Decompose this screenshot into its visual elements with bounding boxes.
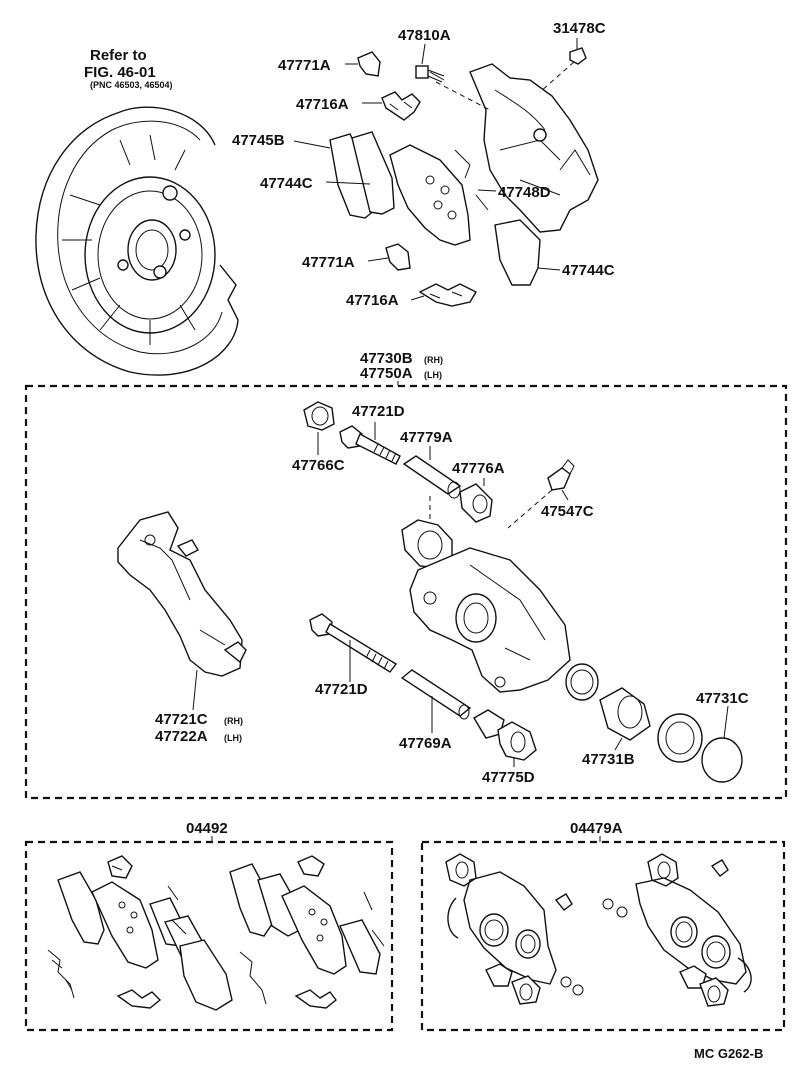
label-47716A-bottom: 47716A (346, 292, 399, 309)
anti-squeal-shim-bottom-drawing (418, 283, 477, 307)
label-04479A: 04479A (570, 820, 623, 837)
piston-boot-drawing (657, 713, 703, 763)
label-47776A: 47776A (452, 460, 505, 477)
label-47750A: 47750A (360, 365, 413, 382)
label-47721D-bottom: 47721D (315, 681, 368, 698)
pad-right-drawing (494, 219, 541, 286)
label-04492: 04492 (186, 820, 228, 837)
clip-bottom-drawing (385, 243, 411, 271)
leader-47744C-left (325, 181, 371, 185)
leader-47771A-bottom (367, 257, 389, 262)
pad-kit-box (24, 840, 394, 1032)
piston-seal-drawing (565, 663, 599, 701)
wear-indicator-drawing (454, 149, 489, 211)
leader-47745B (293, 140, 331, 149)
drawing-code: MC G262-B (694, 1046, 763, 1061)
leader-47810A (421, 43, 426, 65)
pad-left-drawing (329, 131, 395, 219)
sleeve-47779A-drawing (402, 455, 462, 499)
label-47744C-right: 47744C (562, 262, 615, 279)
label-47766C: 47766C (292, 457, 345, 474)
mounting-bracket-drawing (117, 511, 247, 677)
tag-47722A-lh: (LH) (224, 733, 242, 743)
caliper-body-top-drawing (469, 63, 599, 233)
label-47547C: 47547C (541, 503, 594, 520)
bolt-axis-line (435, 81, 491, 111)
sleeve-47769A-drawing (400, 669, 472, 720)
anti-squeal-shim-top-drawing (381, 91, 421, 121)
tag-rh: (RH) (424, 355, 443, 365)
bleeder-axis-line (539, 61, 575, 93)
label-31478C: 31478C (553, 20, 606, 37)
piston-47731B-drawing (599, 687, 651, 741)
label-47716A-top: 47716A (296, 96, 349, 113)
label-47730B: 47730B (360, 350, 413, 367)
leader-47731C (723, 705, 729, 739)
leader-47731B (614, 737, 623, 751)
seal-kit-box (420, 840, 786, 1032)
label-47779A: 47779A (400, 429, 453, 446)
ref-line3: (PNC 46503, 46504) (90, 80, 173, 90)
label-47769A: 47769A (399, 735, 452, 752)
label-47722A: 47722A (155, 728, 208, 745)
tag-47721C-rh: (RH) (224, 716, 243, 726)
label-47810A: 47810A (398, 27, 451, 44)
label-47775D: 47775D (482, 769, 535, 786)
label-47731C: 47731C (696, 690, 749, 707)
leader-47716A-bottom (410, 295, 425, 301)
pin-47721D-bottom-drawing (309, 613, 398, 673)
pin-47721D-top-drawing (339, 425, 401, 465)
pad-kit-right-group-drawing (229, 855, 385, 1009)
pad-center-drawing (389, 144, 471, 246)
leader-47748D (477, 189, 497, 192)
label-47744C-left: 47744C (260, 175, 313, 192)
tag-lh: (LH) (424, 370, 442, 380)
label-47748D: 47748D (498, 184, 551, 201)
caliper-cylinder-drawing (401, 519, 571, 693)
assembly-box (24, 384, 788, 800)
bushing-47776A-drawing (459, 483, 493, 523)
pad-kit-left-group-drawing (47, 855, 233, 1011)
label-47745B: 47745B (232, 132, 285, 149)
label-47771A-top: 47771A (278, 57, 331, 74)
bolt-47810A-drawing (415, 65, 445, 83)
ring-47731C-drawing (701, 737, 743, 783)
seal-kit-right-caliper-drawing (602, 853, 752, 1007)
ref-line2: FIG. 46-01 (84, 64, 156, 81)
leader-47547C (561, 489, 569, 501)
bleeder-31478C-drawing (569, 47, 587, 65)
label-47721D-top: 47721D (352, 403, 405, 420)
dust-shield-drawing (35, 106, 239, 376)
leader-47744C-right (537, 267, 561, 271)
label-47731B: 47731B (582, 751, 635, 768)
seal-kit-left-caliper-drawing (445, 853, 584, 1005)
clip-top-drawing (357, 51, 381, 77)
ref-line1: Refer to (90, 47, 147, 64)
boot-47766C-drawing (303, 401, 335, 431)
label-47721C: 47721C (155, 711, 208, 728)
leader-47721C (192, 669, 198, 711)
label-47771A-bottom: 47771A (302, 254, 355, 271)
bleeder-47547C-drawing (547, 459, 575, 491)
boot-47775D-drawing (473, 709, 537, 761)
bleeder-axis-assembly (507, 489, 553, 529)
